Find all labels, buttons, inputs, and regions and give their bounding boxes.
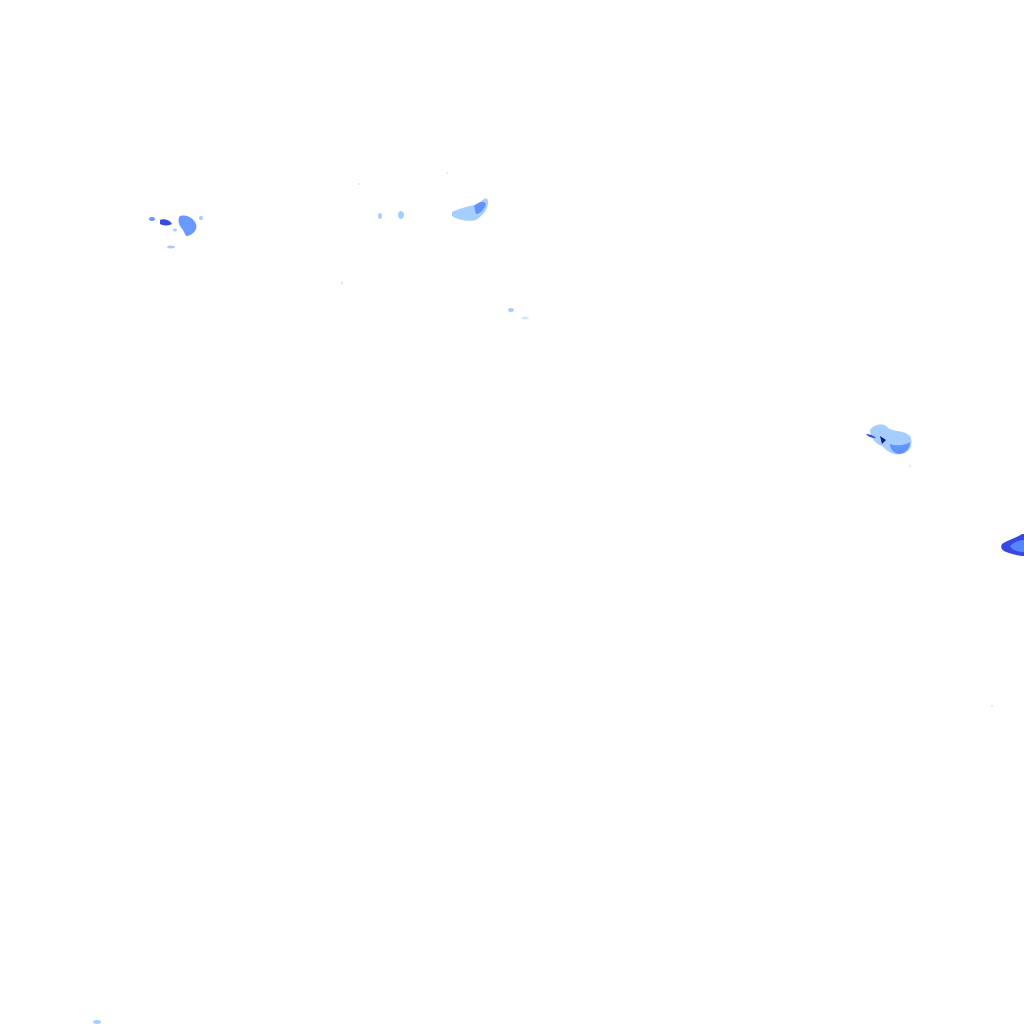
- precip-echo-cluster-south-east: [991, 705, 993, 707]
- precip-echo-cluster-central: [508, 308, 529, 320]
- precip-echo: [398, 211, 404, 219]
- precip-echo: [1010, 540, 1024, 552]
- precip-echo: [909, 465, 911, 467]
- precip-echo: [991, 705, 993, 707]
- precip-echo-cluster-south-west: [93, 1020, 101, 1024]
- precip-echo: [167, 245, 175, 249]
- precip-echo: [173, 228, 177, 232]
- precip-echo: [160, 219, 172, 226]
- precip-echo-cluster-east-edge: [1001, 534, 1024, 556]
- precip-echo: [341, 281, 343, 285]
- precip-echo: [378, 213, 382, 219]
- precip-echo-cluster-west: [149, 215, 203, 249]
- precip-echo: [474, 201, 486, 214]
- precip-echo: [358, 183, 360, 185]
- precip-echo: [199, 216, 203, 220]
- precip-echo: [866, 434, 876, 438]
- precip-echo: [521, 316, 529, 320]
- precip-echo: [149, 217, 155, 221]
- precip-echo: [93, 1020, 101, 1024]
- precip-echo-cluster-north: [446, 172, 488, 221]
- precip-echo: [890, 442, 910, 454]
- precip-echo-cluster-north-center: [341, 183, 404, 285]
- precip-echo: [446, 172, 448, 174]
- precip-echo: [880, 436, 886, 444]
- precip-echo-cluster-east: [866, 424, 912, 467]
- precip-echo: [508, 308, 514, 312]
- precip-echo: [178, 215, 197, 236]
